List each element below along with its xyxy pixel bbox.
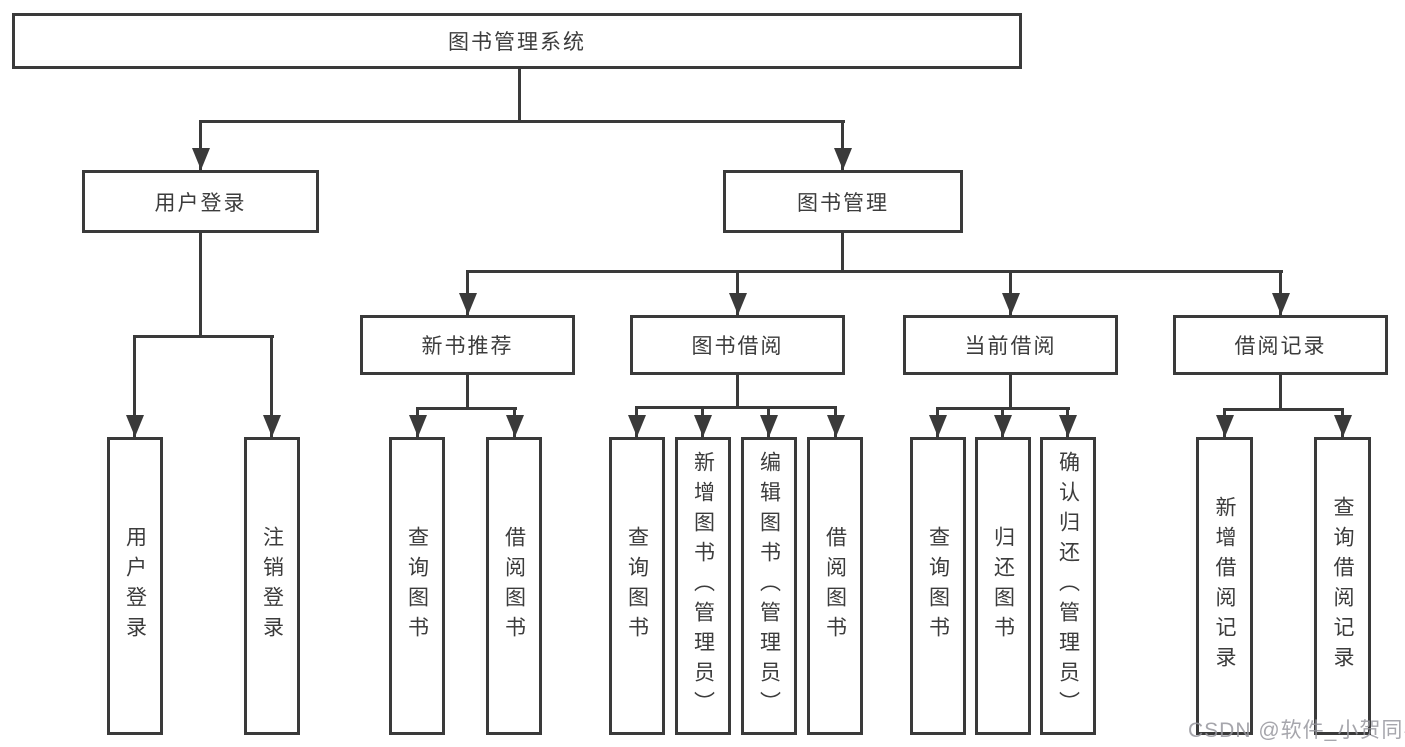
leaf-add-book-admin: 新增图书（管理员）: [675, 437, 731, 735]
arrow-down-icon: [199, 120, 202, 170]
node-label: 用户登录: [154, 191, 247, 215]
arrow-down-icon: [1066, 407, 1069, 437]
leaf-return-books: 归还图书: [975, 437, 1031, 735]
connector-line: [466, 270, 1283, 273]
arrow-down-icon: [841, 120, 844, 170]
node-label: 注销登录: [260, 526, 284, 646]
node-library-management-system: 图书管理系统: [12, 13, 1022, 69]
connector-line: [635, 406, 837, 409]
leaf-edit-book-admin: 编辑图书（管理员）: [741, 437, 797, 735]
node-label: 图书管理: [797, 191, 889, 215]
arrow-down-icon: [513, 407, 516, 437]
arrow-down-icon: [635, 406, 638, 437]
arrow-down-icon: [1341, 408, 1344, 437]
node-borrowing-records: 借阅记录: [1173, 315, 1388, 375]
node-label: 新书推荐: [421, 335, 514, 358]
node-new-book-recommendation: 新书推荐: [360, 315, 575, 375]
leaf-add-borrow-record: 新增借阅记录: [1196, 437, 1253, 735]
connector-line: [416, 407, 517, 410]
connector-line: [1223, 408, 1344, 411]
node-label: 新增图书（管理员）: [691, 451, 715, 721]
leaf-borrow-books-borrow: 借阅图书: [807, 437, 863, 735]
arrow-down-icon: [936, 407, 939, 437]
arrow-down-icon: [270, 335, 273, 437]
leaf-query-books-current: 查询图书: [910, 437, 966, 735]
connector-line: [199, 233, 202, 335]
connector-line: [466, 375, 469, 407]
node-label: 查询图书: [625, 526, 649, 646]
leaf-confirm-return-admin: 确认归还（管理员）: [1040, 437, 1096, 735]
node-label: 归还图书: [991, 526, 1015, 646]
arrow-down-icon: [736, 270, 739, 315]
connector-line: [133, 335, 274, 338]
connector-line: [1009, 375, 1012, 407]
node-current-borrowing: 当前借阅: [903, 315, 1118, 375]
node-label: 新增借阅记录: [1213, 496, 1236, 676]
node-label: 当前借阅: [964, 335, 1057, 358]
connector-line: [841, 233, 844, 270]
leaf-user-login: 用户登录: [107, 437, 163, 735]
arrow-down-icon: [1009, 270, 1012, 315]
node-label: 确认归还（管理员）: [1056, 451, 1080, 721]
arrow-down-icon: [701, 406, 704, 437]
node-label: 借阅图书: [823, 526, 847, 646]
arrow-down-icon: [1001, 407, 1004, 437]
node-user-login: 用户登录: [82, 170, 319, 233]
node-label: 图书借阅: [691, 335, 784, 358]
node-label: 查询图书: [405, 526, 429, 646]
node-book-borrowing: 图书借阅: [630, 315, 845, 375]
leaf-borrow-books-recommend: 借阅图书: [486, 437, 542, 735]
node-label: 图书管理系统: [448, 31, 586, 54]
leaf-logout: 注销登录: [244, 437, 300, 735]
node-label: 查询图书: [926, 526, 950, 646]
leaf-query-books-borrow: 查询图书: [609, 437, 665, 735]
csdn-watermark: CSDN @软件_小贺同学: [1188, 719, 1405, 742]
arrow-down-icon: [834, 406, 837, 437]
arrow-down-icon: [1223, 408, 1226, 437]
node-label: 查询借阅记录: [1331, 496, 1354, 676]
node-label: 编辑图书（管理员）: [757, 451, 781, 721]
node-label: 用户登录: [123, 526, 147, 646]
leaf-query-books-recommend: 查询图书: [389, 437, 445, 735]
arrow-down-icon: [1279, 270, 1282, 315]
arrow-down-icon: [133, 335, 136, 437]
arrow-down-icon: [767, 406, 770, 437]
connector-line: [199, 120, 845, 123]
node-label: 借阅记录: [1234, 335, 1327, 358]
node-label: 借阅图书: [502, 526, 526, 646]
arrow-down-icon: [416, 407, 419, 437]
connector-line: [736, 375, 739, 406]
arrow-down-icon: [466, 270, 469, 315]
node-book-management: 图书管理: [723, 170, 963, 233]
connector-line: [518, 69, 521, 121]
leaf-query-borrow-record: 查询借阅记录: [1314, 437, 1371, 735]
connector-line: [1279, 375, 1282, 408]
